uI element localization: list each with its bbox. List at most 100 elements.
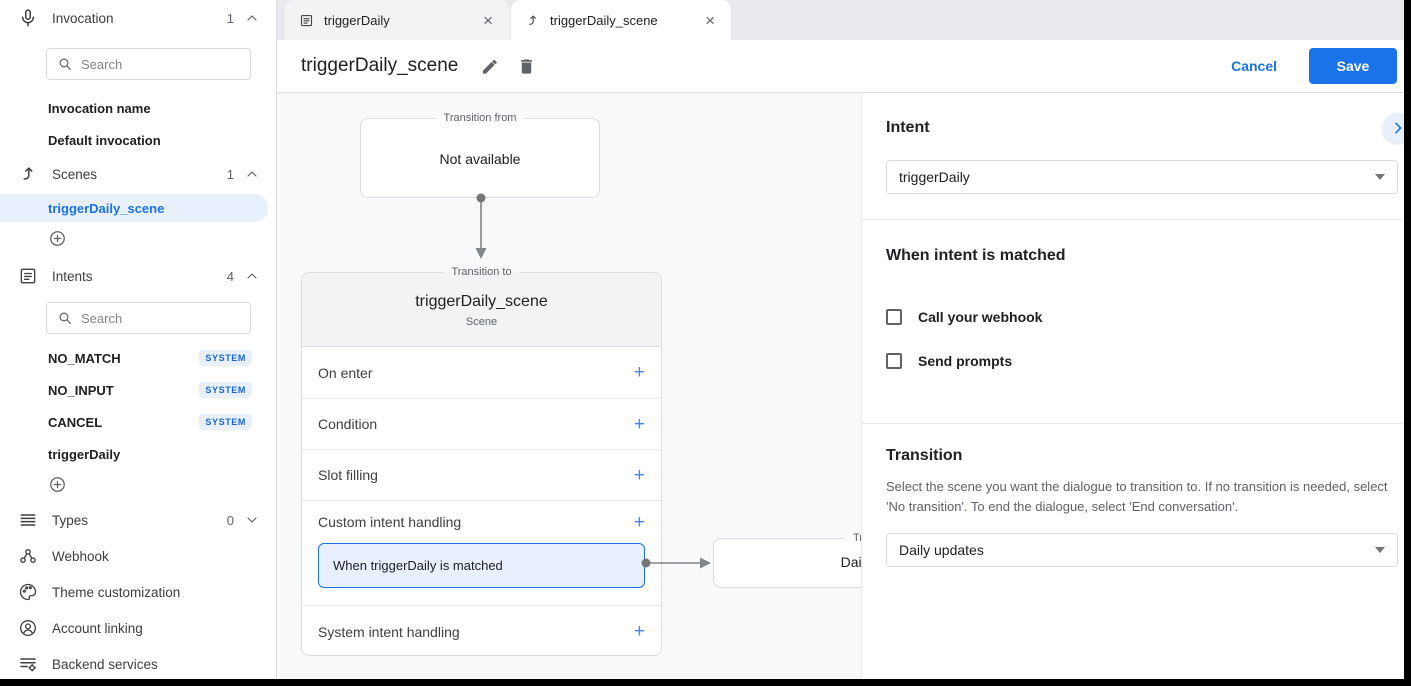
intents-search[interactable] bbox=[46, 302, 251, 334]
editor-tabstrip: triggerDaily × triggerDaily_scene × bbox=[277, 0, 1411, 40]
row-label: System intent handling bbox=[318, 623, 460, 640]
row-label: On enter bbox=[318, 364, 373, 381]
chevron-up-icon[interactable] bbox=[244, 10, 260, 26]
call-webhook-checkbox[interactable] bbox=[886, 309, 902, 325]
scene-icon bbox=[525, 13, 540, 28]
transition-dropdown[interactable]: Daily updates bbox=[886, 533, 1398, 568]
row-label: Slot filling bbox=[318, 467, 378, 483]
invocation-search-input[interactable] bbox=[81, 56, 231, 72]
transition-dropdown-value: Daily updates bbox=[899, 542, 984, 559]
sidebar-item-default-invocation[interactable]: Default invocation bbox=[0, 124, 276, 156]
sidebar-item-label: Backend services bbox=[52, 656, 158, 672]
send-prompts-label: Send prompts bbox=[918, 353, 1013, 369]
when-intent-matched-section: When intent is matched Call your webhook… bbox=[862, 220, 1405, 423]
system-badge: SYSTEM bbox=[199, 414, 252, 430]
sidebar-item-backend-services[interactable]: Backend services bbox=[0, 646, 276, 682]
sidebar-item-no-input[interactable]: NO_INPUT SYSTEM bbox=[0, 374, 276, 406]
sidebar-section-invocation[interactable]: Invocation 1 bbox=[0, 0, 276, 36]
transition-target-value: Daily updates bbox=[840, 554, 861, 570]
sidebar-item-account-linking[interactable]: Account linking bbox=[0, 610, 276, 646]
sidebar-section-scenes[interactable]: Scenes 1 bbox=[0, 156, 276, 192]
scene-row-slot-filling[interactable]: Slot filling + bbox=[302, 449, 661, 500]
transition-description: Select the scene you want the dialogue t… bbox=[886, 479, 1388, 515]
scene-header: triggerDaily_scene Cancel Save bbox=[277, 40, 1411, 93]
sidebar-item-webhook[interactable]: Webhook bbox=[0, 538, 276, 574]
account-icon bbox=[18, 618, 38, 638]
tab-triggerdaily[interactable]: triggerDaily × bbox=[285, 0, 509, 40]
add-icon[interactable]: + bbox=[633, 362, 645, 383]
transition-target-node[interactable]: Transition to Daily updates bbox=[713, 531, 861, 588]
cancel-button[interactable]: Cancel bbox=[1231, 58, 1277, 74]
add-icon[interactable]: + bbox=[633, 511, 645, 533]
scene-row-on-enter[interactable]: On enter + bbox=[302, 347, 661, 398]
scene-node-title: triggerDaily_scene bbox=[415, 293, 548, 310]
transition-from-legend: Transition from bbox=[435, 111, 525, 125]
invocation-count: 1 bbox=[226, 10, 234, 26]
item-label: CANCEL bbox=[48, 414, 103, 430]
scene-node-header: triggerDaily_scene Scene bbox=[302, 273, 661, 347]
send-prompts-checkbox[interactable] bbox=[886, 353, 902, 369]
sidebar-item-triggerdaily[interactable]: triggerDaily bbox=[0, 438, 276, 470]
microphone-icon bbox=[18, 8, 38, 28]
chevron-up-icon[interactable] bbox=[244, 268, 260, 284]
invocation-search[interactable] bbox=[46, 48, 251, 80]
close-icon[interactable]: × bbox=[483, 10, 493, 30]
transition-from-node[interactable]: Transition from Not available bbox=[360, 111, 600, 198]
item-label: triggerDaily bbox=[48, 446, 121, 462]
intent-dropdown[interactable]: triggerDaily bbox=[886, 160, 1398, 194]
tab-label: triggerDaily bbox=[324, 12, 390, 28]
sidebar-item-no-match[interactable]: NO_MATCH SYSTEM bbox=[0, 342, 276, 374]
save-button[interactable]: Save bbox=[1309, 48, 1397, 84]
system-badge: SYSTEM bbox=[199, 350, 252, 366]
chevron-up-icon[interactable] bbox=[244, 166, 260, 182]
sidebar-item-theme-customization[interactable]: Theme customization bbox=[0, 574, 276, 610]
types-count: 0 bbox=[226, 512, 234, 528]
screen-edge-right bbox=[1404, 0, 1411, 686]
panel-divider bbox=[862, 219, 1405, 220]
item-label: NO_INPUT bbox=[48, 382, 114, 398]
add-icon[interactable]: + bbox=[633, 621, 645, 642]
send-prompts-checkbox-row[interactable]: Send prompts bbox=[886, 352, 1397, 370]
sidebar-item-cancel[interactable]: CANCEL SYSTEM bbox=[0, 406, 276, 438]
call-webhook-checkbox-row[interactable]: Call your webhook bbox=[886, 308, 1397, 326]
close-icon[interactable]: × bbox=[705, 10, 715, 30]
scene-icon bbox=[18, 164, 38, 184]
transition-to-legend: Transition to bbox=[443, 265, 520, 279]
when-intent-matched-heading: When intent is matched bbox=[886, 247, 1066, 264]
add-scene-button[interactable] bbox=[0, 224, 276, 252]
search-icon bbox=[57, 310, 73, 326]
intents-search-input[interactable] bbox=[81, 310, 231, 326]
matched-intent-item[interactable]: When triggerDaily is matched bbox=[318, 543, 645, 588]
types-icon bbox=[18, 510, 38, 530]
item-label: Invocation name bbox=[48, 100, 151, 116]
intent-section: Intent triggerDaily bbox=[862, 93, 1405, 219]
plus-circle-icon bbox=[48, 475, 67, 494]
tab-triggerdaily-scene[interactable]: triggerDaily_scene × bbox=[511, 0, 731, 40]
scene-row-custom-intent-handling: Custom intent handling + When triggerDai… bbox=[302, 500, 661, 605]
call-webhook-label: Call your webhook bbox=[918, 309, 1043, 325]
sidebar-section-types[interactable]: Types 0 bbox=[0, 502, 276, 538]
sidebar-item-invocation-name[interactable]: Invocation name bbox=[0, 92, 276, 124]
add-icon[interactable]: + bbox=[633, 464, 645, 486]
sidebar-item-triggerdaily-scene[interactable]: triggerDaily_scene bbox=[0, 194, 268, 222]
intent-dropdown-value: triggerDaily bbox=[899, 169, 970, 185]
screen-edge-bottom bbox=[0, 679, 1411, 686]
custom-intent-label-row[interactable]: Custom intent handling + bbox=[302, 501, 661, 543]
scene-node[interactable]: Transition to triggerDaily_scene Scene O… bbox=[301, 265, 662, 657]
delete-icon[interactable] bbox=[517, 57, 536, 76]
add-icon[interactable]: + bbox=[633, 413, 645, 435]
sidebar-item-label: Theme customization bbox=[52, 584, 181, 600]
scene-row-condition[interactable]: Condition + bbox=[302, 398, 661, 449]
search-icon bbox=[57, 56, 73, 72]
chevron-down-icon[interactable] bbox=[244, 512, 260, 528]
transition-to-legend: Transition to bbox=[844, 531, 861, 545]
edit-icon[interactable] bbox=[480, 57, 499, 76]
add-intent-button[interactable] bbox=[0, 470, 276, 498]
sidebar-section-intents[interactable]: Intents 4 bbox=[0, 258, 276, 294]
backend-services-icon bbox=[18, 654, 38, 674]
scene-row-system-intent-handling[interactable]: System intent handling + bbox=[302, 605, 661, 657]
sidebar-item-label: Account linking bbox=[52, 620, 143, 636]
scene-flow-canvas[interactable]: Transition from Not available Transition… bbox=[277, 93, 861, 680]
item-label: NO_MATCH bbox=[48, 350, 121, 366]
sidebar: Invocation 1 Invocation name Default inv… bbox=[0, 0, 277, 686]
